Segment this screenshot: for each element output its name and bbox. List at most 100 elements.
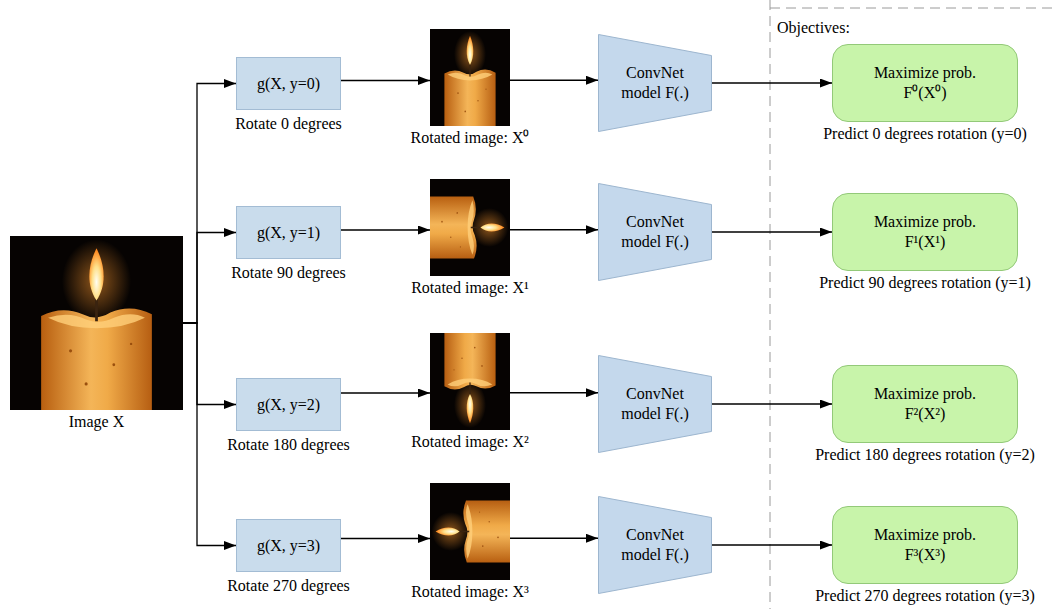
arrow-connector [341, 229, 430, 230]
transform-box: g(X, y=0)Rotate 0 degrees [236, 57, 341, 110]
caption-label: Predict 90 degrees rotation (y=1) [819, 274, 1031, 292]
arrow-connector [341, 392, 430, 393]
trapezoid-outline [598, 34, 712, 132]
arrow-connector [510, 538, 598, 539]
objective-box: Maximize prob. F³(X³)Predict 270 degrees… [832, 506, 1018, 584]
text-holder: ConvNet model F(.) [598, 355, 712, 453]
box-label: Maximize prob. F²(X²) [865, 384, 985, 424]
text-holder: Rotate 0 degrees [235, 115, 342, 133]
convnet-trapezoid: ConvNet model F(.) [598, 34, 712, 132]
text-holder: g(X, y=2) [237, 379, 340, 430]
text-holder: Predict 90 degrees rotation (y=1) [819, 274, 1031, 292]
arrow-connector [712, 403, 832, 404]
arrow-connector [510, 392, 598, 393]
text-holder: Rotated image: X⁰ [411, 129, 530, 147]
text-holder: ConvNet model F(.) [598, 183, 712, 281]
arrow-connector [341, 80, 430, 81]
objective-box: Maximize prob. F²(X²)Predict 180 degrees… [832, 365, 1018, 443]
caption-label: Rotate 0 degrees [235, 115, 342, 133]
transform-box: g(X, y=3)Rotate 270 degrees [236, 519, 341, 572]
caption-label: Predict 270 degrees rotation (y=3) [815, 587, 1035, 605]
arrow-connector [183, 233, 236, 324]
trapezoid-outline [598, 355, 712, 453]
caption-label: Rotate 270 degrees [227, 577, 350, 595]
text-holder: Rotate 90 degrees [231, 264, 346, 282]
arrow-connector [712, 544, 832, 545]
text-holder: Maximize prob. F²(X²) [833, 366, 1017, 442]
candle-photo [430, 179, 510, 276]
text-holder: ConvNet model F(.) [598, 496, 712, 594]
transform-box: g(X, y=2)Rotate 180 degrees [236, 378, 341, 431]
trapezoid-shape [599, 356, 712, 453]
objective-box: Maximize prob. F¹(X¹)Predict 90 degrees … [832, 193, 1018, 271]
text-holder: Rotated image: X² [411, 433, 529, 451]
arrow-connector [510, 229, 598, 230]
text-holder: ConvNet model F(.) [598, 34, 712, 132]
objective-box: Maximize prob. F⁰(X⁰)Predict 0 degrees r… [832, 44, 1018, 122]
image-panel: Rotated image: X⁰ [430, 29, 510, 126]
convnet-trapezoid: ConvNet model F(.) [598, 496, 712, 594]
text-holder: Rotated image: X³ [411, 583, 529, 601]
caption-label: Rotated image: X² [411, 433, 529, 451]
caption-label: Image X [69, 413, 125, 431]
image-panel: Rotated image: X³ [430, 483, 510, 580]
caption-label: Rotate 180 degrees [227, 436, 350, 454]
image-panel: Image X [10, 236, 183, 410]
trapezoid-shape [599, 35, 712, 132]
dashed-separator [770, 8, 1054, 9]
text-holder: g(X, y=0) [237, 58, 340, 109]
arrow-connector [183, 84, 236, 324]
heading-label: Objectives: [777, 19, 850, 36]
text-holder: Predict 180 degrees rotation (y=2) [815, 446, 1035, 464]
arrow-connector [183, 323, 236, 405]
trapezoid-shape [599, 184, 712, 281]
image-panel: Rotated image: X¹ [430, 179, 510, 276]
box-label: ConvNet model F(.) [613, 525, 697, 565]
box-label: g(X, y=3) [257, 536, 320, 556]
arrow-connector [712, 231, 832, 232]
candle-photo [430, 333, 510, 430]
candle-photo [430, 29, 510, 126]
transform-box: g(X, y=1)Rotate 90 degrees [236, 206, 341, 259]
box-label: g(X, y=1) [257, 223, 320, 243]
text-holder: Objectives: [777, 19, 850, 37]
arrow-connector [341, 538, 430, 539]
text-holder: Maximize prob. F⁰(X⁰) [833, 45, 1017, 121]
dashed-separator [770, 0, 771, 609]
box-label: g(X, y=2) [257, 395, 320, 415]
caption-label: Predict 180 degrees rotation (y=2) [815, 446, 1035, 464]
text-holder: Predict 270 degrees rotation (y=3) [815, 587, 1035, 605]
box-label: Maximize prob. F³(X³) [865, 525, 985, 565]
trapezoid-outline [598, 496, 712, 594]
box-label: ConvNet model F(.) [613, 384, 697, 424]
caption-label: Rotated image: X¹ [411, 279, 529, 297]
box-label: Maximize prob. F⁰(X⁰) [865, 63, 985, 103]
text-holder: g(X, y=3) [237, 520, 340, 571]
text-holder: Rotate 180 degrees [227, 436, 350, 454]
text-holder: Rotated image: X¹ [411, 279, 529, 297]
convnet-trapezoid: ConvNet model F(.) [598, 183, 712, 281]
caption-label: Predict 0 degrees rotation (y=0) [823, 125, 1027, 143]
text-holder: Predict 0 degrees rotation (y=0) [823, 125, 1027, 143]
text-holder: Maximize prob. F¹(X¹) [833, 194, 1017, 270]
box-label: g(X, y=0) [257, 74, 320, 94]
text-holder: Maximize prob. F³(X³) [833, 507, 1017, 583]
trapezoid-outline [598, 183, 712, 281]
convnet-trapezoid: ConvNet model F(.) [598, 355, 712, 453]
candle-photo [430, 483, 510, 580]
trapezoid-shape [599, 497, 712, 594]
image-panel: Rotated image: X² [430, 333, 510, 430]
arrow-connector [510, 80, 598, 81]
caption-label: Rotated image: X⁰ [411, 129, 530, 147]
candle-photo [10, 236, 183, 410]
caption-label: Rotate 90 degrees [231, 264, 346, 282]
arrow-connector [183, 323, 236, 546]
text-holder: Rotate 270 degrees [227, 577, 350, 595]
box-label: Maximize prob. F¹(X¹) [865, 212, 985, 252]
text-holder: Image X [69, 413, 125, 431]
text-holder: g(X, y=1) [237, 207, 340, 258]
caption-label: Rotated image: X³ [411, 583, 529, 601]
arrow-connector [712, 82, 832, 83]
box-label: ConvNet model F(.) [613, 63, 697, 103]
